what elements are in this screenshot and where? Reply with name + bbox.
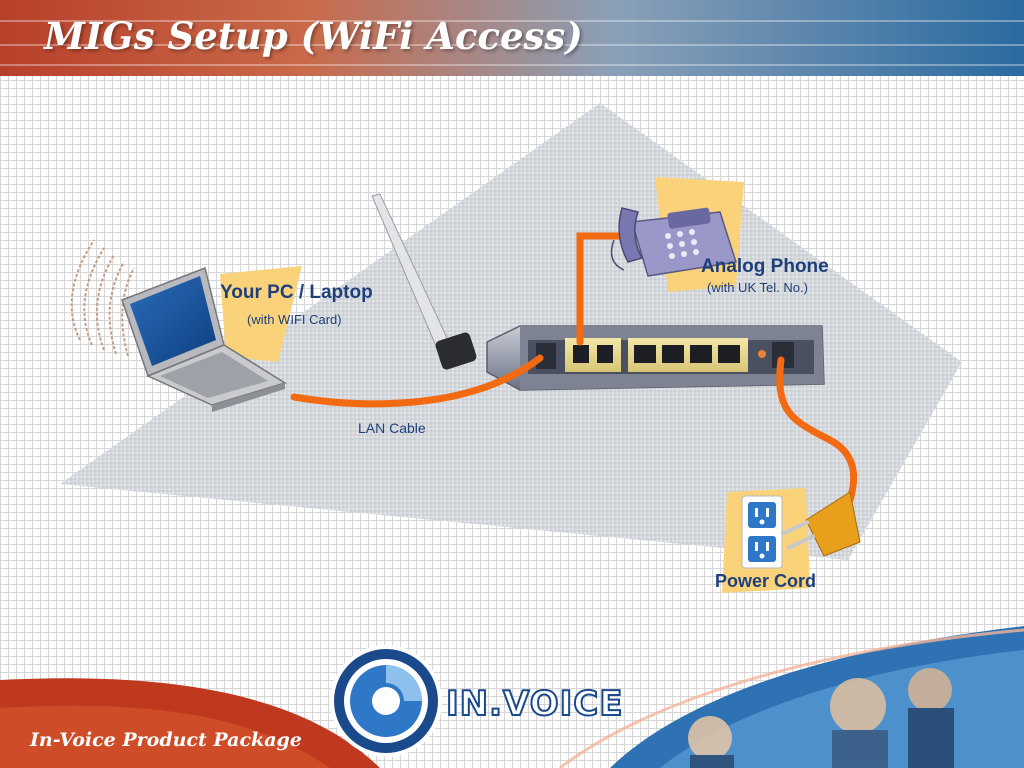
pc-label-title: Your PC / Laptop	[220, 282, 373, 303]
power-outlet-icon	[741, 495, 783, 569]
lan-port	[536, 343, 556, 369]
laptop-icon	[121, 266, 287, 412]
pc-label-subtitle: (with WIFI Card)	[247, 312, 342, 327]
lan-cable-label: LAN Cable	[358, 420, 426, 436]
footer-text: In-Voice Product Package	[30, 729, 302, 751]
wifi-signal-icon	[70, 239, 135, 357]
power-cord-label: Power Cord	[715, 571, 816, 591]
people-photo	[688, 668, 954, 768]
invoice-logo	[330, 645, 442, 757]
pc-label-card	[220, 266, 302, 362]
phone-label-title: Analog Phone	[701, 256, 829, 277]
phone-cable	[576, 232, 622, 346]
lan-cable	[290, 354, 544, 408]
title-bar: MIGs Setup (WiFi Access)	[0, 0, 1024, 76]
power-cable	[776, 356, 858, 504]
power-plug-icon	[780, 491, 861, 557]
antenna-icon	[371, 193, 477, 370]
router-device	[486, 325, 825, 391]
phone-label-subtitle: (with UK Tel. No.)	[707, 280, 808, 295]
invoice-logo-text: IN.VOICE	[445, 683, 624, 725]
slide-title: MIGs Setup (WiFi Access)	[44, 14, 583, 58]
analog-phone-icon	[610, 207, 737, 277]
